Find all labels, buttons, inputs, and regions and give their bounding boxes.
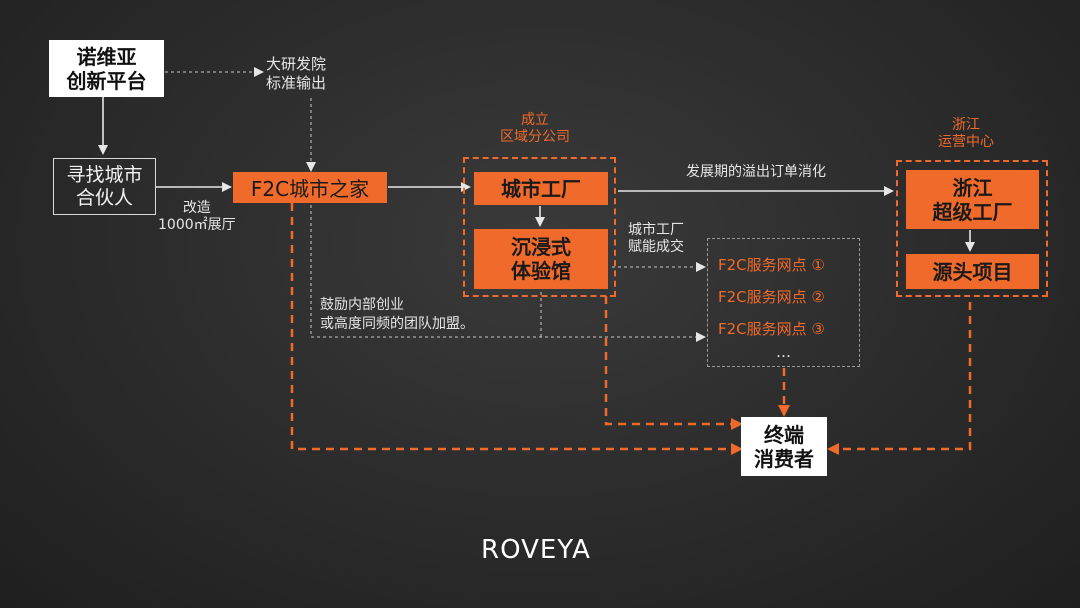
zhejiang-center-label: 浙江 运营中心 <box>938 117 994 150</box>
research-output-label: 大研发院 标准输出 <box>266 55 327 92</box>
service-point-3: F2C服务网点 ③ <box>718 320 825 338</box>
nokia-platform-node: 诺维亚 创新平台 <box>49 40 164 97</box>
end-consumer-node: 终端 消费者 <box>741 417 827 476</box>
zhejiang-frame <box>896 160 1048 297</box>
setup-branch-label: 成立 区域分公司 <box>500 112 570 145</box>
find-partner-node: 寻找城市 合伙人 <box>53 158 156 215</box>
encourage-label: 鼓励内部创业 或高度同频的团队加盟。 <box>320 297 474 332</box>
arrow-source-to-consumer <box>827 302 972 455</box>
service-frame <box>707 238 860 367</box>
city-factory-node: 城市工厂 <box>474 172 608 205</box>
arrow-home-to-consumer <box>290 203 743 455</box>
overflow-orders-label: 发展期的溢出订单消化 <box>686 164 826 180</box>
zhejiang-factory-node: 浙江 超级工厂 <box>906 170 1039 229</box>
factory-empower-label: 城市工厂 赋能成交 <box>628 222 684 255</box>
service-point-2: F2C服务网点 ② <box>718 288 825 306</box>
service-point-more: … <box>776 343 791 361</box>
roveya-logo: ROVEYA <box>481 535 591 565</box>
renovate-hall-label: 改造 1000㎡展厅 <box>158 200 236 233</box>
immersive-hall-node: 沉浸式 体验馆 <box>474 229 608 289</box>
service-point-1: F2C服务网点 ① <box>718 256 825 274</box>
arrow-factory-to-consumer <box>604 296 743 430</box>
source-project-node: 源头项目 <box>906 254 1039 289</box>
regional-frame <box>463 157 616 297</box>
f2c-home-node: F2C城市之家 <box>233 172 387 203</box>
